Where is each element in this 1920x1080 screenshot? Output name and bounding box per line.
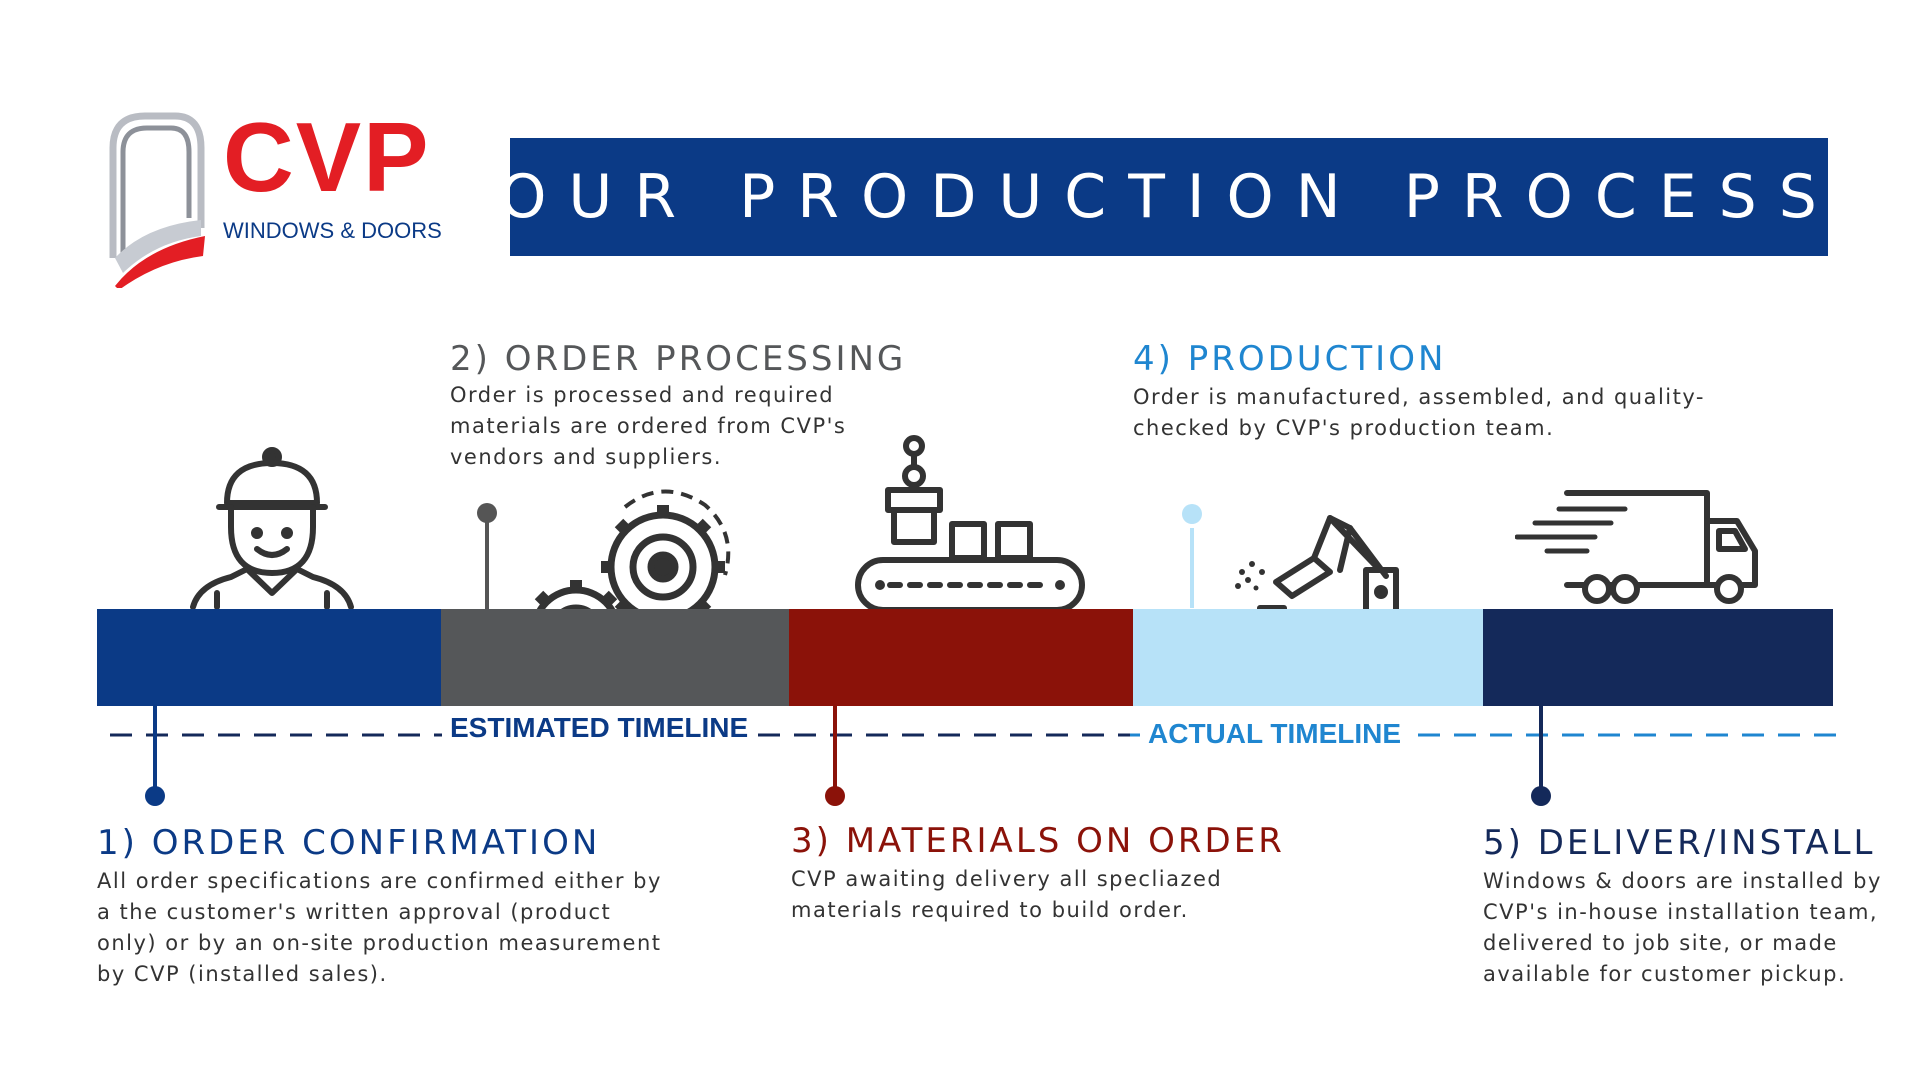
logo-tagline: WINDOWS & DOORS xyxy=(223,218,442,243)
company-logo: CVP WINDOWS & DOORS xyxy=(105,108,445,288)
logo-brand: CVP xyxy=(223,102,431,212)
title-banner: OUR PRODUCTION PROCESS xyxy=(499,138,1828,256)
step-5-description: Windows & doors are installed by CVP's i… xyxy=(1483,869,1882,986)
step-1-title: 1) ORDER CONFIRMATION xyxy=(97,823,601,863)
step-5-title: 5) DELIVER/INSTALL xyxy=(1483,823,1876,863)
phase-bar-1 xyxy=(97,609,441,706)
step-2-title: 2) ORDER PROCESSING xyxy=(450,339,907,379)
actual-timeline-label: ACTUAL TIMELINE xyxy=(1140,720,1410,748)
delivery-truck-icon xyxy=(1515,490,1758,604)
step-2-description: Order is processed and required material… xyxy=(450,383,847,469)
step-3-description: CVP awaiting delivery all specliazed mat… xyxy=(791,867,1223,922)
logo-emblem-icon xyxy=(109,112,205,288)
timeline-pins xyxy=(145,706,1551,806)
phase-bar-3 xyxy=(789,609,1133,706)
page-title: OUR PRODUCTION PROCESS xyxy=(499,162,1839,232)
phase-bar-2 xyxy=(441,609,789,706)
phase-bar-5 xyxy=(1483,609,1833,706)
step-4-title: 4) PRODUCTION xyxy=(1133,339,1447,379)
worker-icon xyxy=(190,447,354,610)
estimated-timeline-label: ESTIMATED TIMELINE xyxy=(442,714,757,742)
step-3-title: 3) MATERIALS ON ORDER xyxy=(791,821,1285,861)
conveyor-icon xyxy=(855,435,1085,613)
step-1-description: All order specifications are confirmed e… xyxy=(97,869,662,986)
step-4-description: Order is manufactured, assembled, and qu… xyxy=(1133,385,1705,440)
phase-bar-4 xyxy=(1133,609,1483,706)
